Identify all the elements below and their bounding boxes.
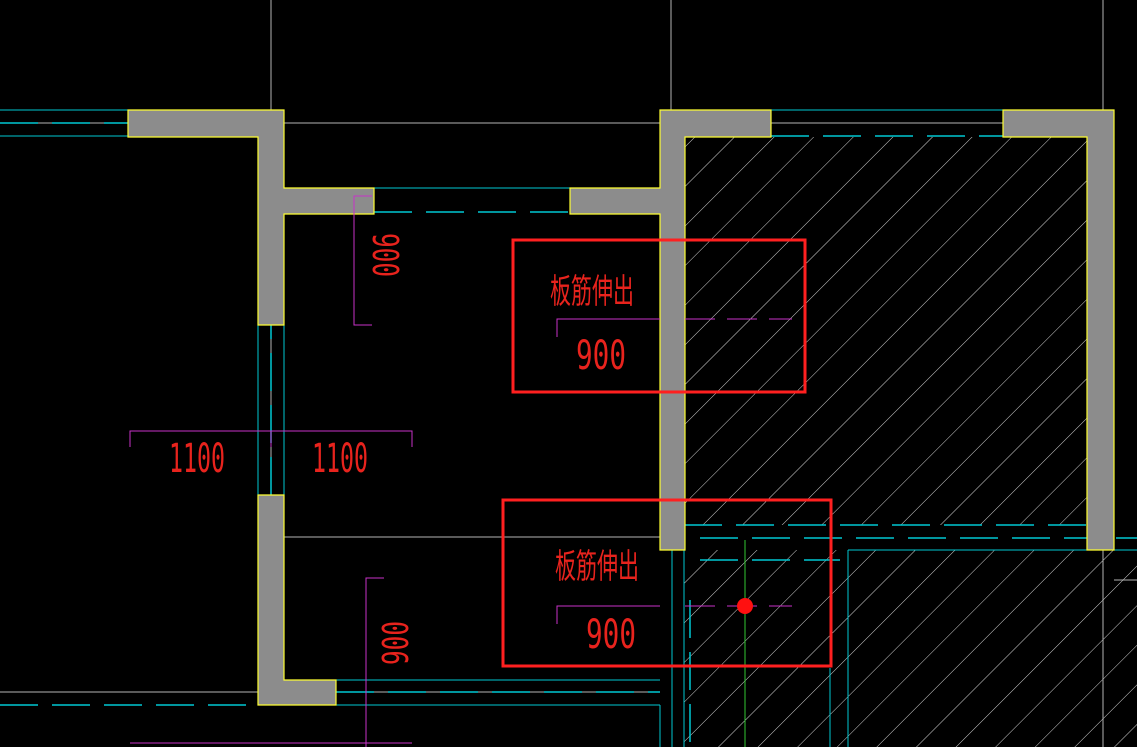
walls	[127, 109, 1115, 706]
snap-point-marker[interactable]	[737, 598, 753, 614]
dim-bottom-left-vertical-text: 900	[376, 621, 417, 665]
wall-top-left	[127, 109, 375, 326]
lower-highlight-box	[501, 498, 833, 668]
wall-top-middle	[569, 109, 772, 551]
axis-dashed-lines	[0, 122, 1137, 747]
hatched-slab-region	[684, 137, 1137, 747]
upper-label-text: 板筋伸出	[550, 272, 634, 312]
upper-highlight-box	[511, 238, 807, 394]
lower-label-text: 板筋伸出	[555, 547, 639, 587]
dim-left-horizontal-text: 1100	[169, 436, 225, 482]
dim-top-left-vertical-text: 900	[364, 233, 405, 277]
lower-value-text: 900	[586, 612, 636, 658]
dim-right-horizontal-text: 1100	[312, 436, 368, 482]
wall-top-right	[1002, 109, 1115, 551]
upper-value-text: 900	[576, 333, 626, 379]
wall-bottom-left	[257, 494, 337, 706]
